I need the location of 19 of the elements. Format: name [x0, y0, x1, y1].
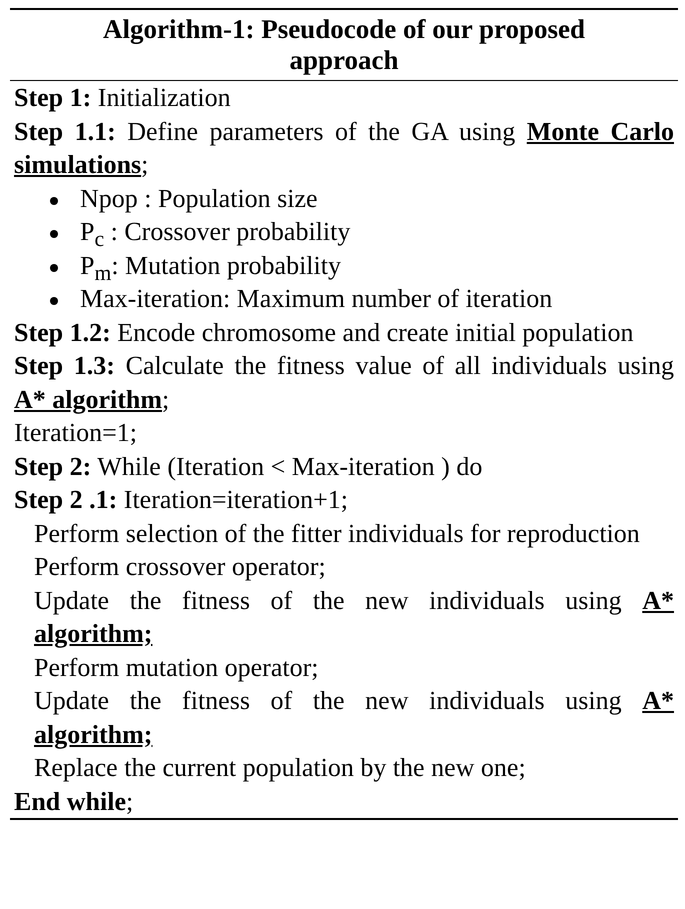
pseudocode-line: Step 2: While (Iteration < Max-iteration ) do: [13, 450, 484, 482]
pseudocode-line: Replace the current population by the new one;: [33, 752, 527, 784]
pseudocode-line: Npop : Population size: [80, 182, 318, 214]
pseudocode-line: Perform mutation operator;: [33, 652, 320, 684]
pseudocode-line: Step 1.1: Define parameters of the GA using Monte Carlo simulations;: [13, 116, 675, 181]
pseudocode-line: Update the fitness of the new individuals using A* algorithm;: [33, 685, 675, 751]
pseudocode-line: Update the fitness of the new individuals using A* algorithm;: [33, 584, 675, 650]
pseudocode-line: Max-iteration: Maximum number of iteration: [80, 283, 552, 315]
pseudocode-line: Perform selection of the fitter individuals for reproduction: [33, 518, 641, 550]
pseudocode-line: Step 1.3: Calculate the fitness value of all individuals using A* algorithm;: [13, 350, 675, 416]
pseudocode-line: Step 1: Initialization: [13, 82, 232, 114]
pseudocode-line: Iteration=1;: [13, 417, 138, 449]
table-title: Algorithm-1: Pseudocode of our proposed approach: [10, 10, 678, 81]
pseudocode-line: P$_{c}$ : Crossover probability: [80, 216, 350, 248]
pseudocode-line: End while;: [13, 786, 134, 818]
pseudocode-line: Perform crossover operator;: [33, 551, 327, 583]
pseudocode-line: Step 1.2: Encode chromosome and create initial population: [13, 316, 634, 348]
pseudocode-line: Step 2 .1: Iteration=iteration+1;: [13, 484, 350, 516]
pseudocode-line: P$_{m}$: Mutation probability: [80, 250, 341, 282]
